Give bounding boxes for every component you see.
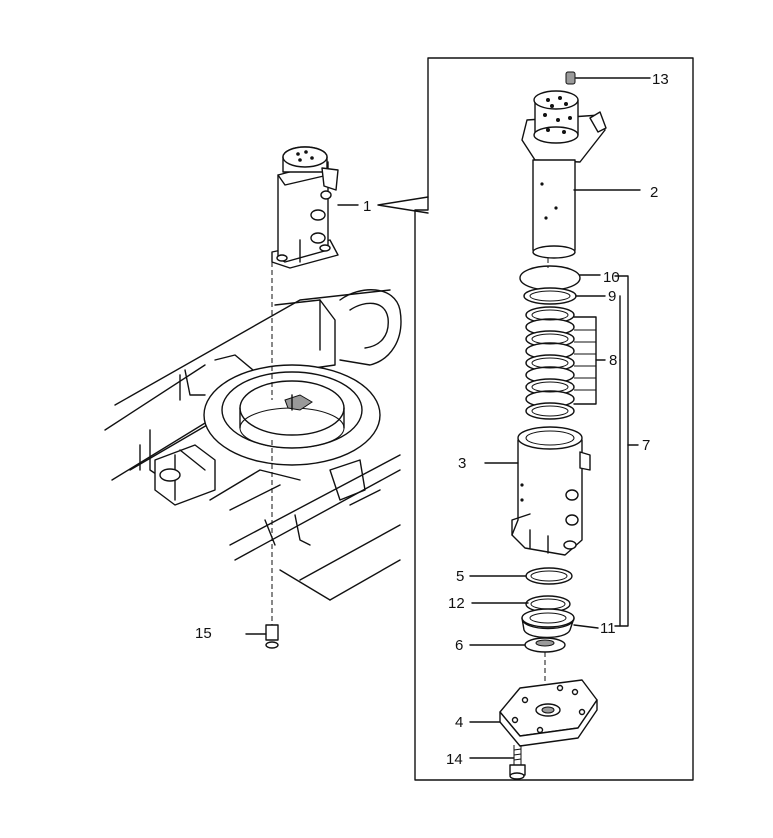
callout-10: 10 bbox=[603, 269, 620, 286]
part-2-hub bbox=[521, 90, 641, 259]
leader-1-bracket bbox=[377, 196, 429, 214]
part-11-collar bbox=[521, 608, 599, 639]
callout-4: 4 bbox=[455, 714, 463, 731]
callout-13: 13 bbox=[652, 71, 669, 88]
callout-9: 9 bbox=[608, 288, 616, 305]
part-3-body bbox=[484, 426, 591, 556]
callout-12: 12 bbox=[448, 595, 465, 612]
part-13-plug bbox=[565, 71, 651, 85]
part-14-bolt bbox=[469, 745, 526, 780]
callout-7: 7 bbox=[642, 437, 650, 454]
swivel-joint-assembled bbox=[271, 146, 339, 625]
swing-bearing-ring bbox=[203, 364, 381, 466]
callout-15: 15 bbox=[195, 625, 212, 642]
bracket-7-lower bbox=[614, 444, 629, 627]
callout-5: 5 bbox=[456, 568, 464, 585]
exploded-view-frame bbox=[414, 57, 694, 781]
callout-1: 1 bbox=[363, 198, 371, 215]
callout-14: 14 bbox=[446, 751, 463, 768]
bolt-15 bbox=[245, 624, 279, 649]
part-8-seals bbox=[525, 306, 606, 420]
callout-3: 3 bbox=[458, 455, 466, 472]
part-4-base-plate bbox=[469, 679, 598, 747]
machine-frame bbox=[104, 289, 402, 601]
part-6-washer bbox=[469, 637, 566, 653]
callout-11: 11 bbox=[600, 620, 616, 637]
callout-6: 6 bbox=[455, 637, 463, 654]
part-5-oring bbox=[469, 567, 573, 585]
callout-8: 8 bbox=[609, 352, 617, 369]
callout-2: 2 bbox=[650, 184, 658, 201]
bracket-7-upper bbox=[614, 275, 629, 446]
part-10-cover bbox=[519, 265, 601, 291]
part-9-ring bbox=[523, 287, 606, 305]
